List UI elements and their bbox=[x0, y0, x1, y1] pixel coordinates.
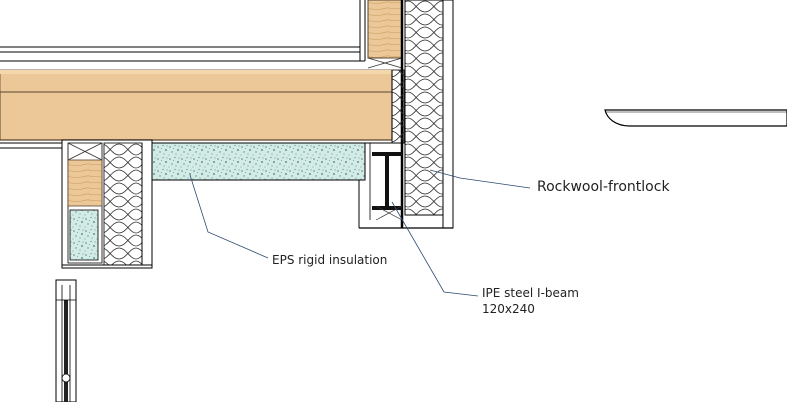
window-frame bbox=[55, 279, 77, 402]
label-rockwool-frontlock: Rockwool-frontlock bbox=[537, 179, 670, 195]
upper-wall-stud bbox=[367, 0, 403, 69]
eps-insulation-block bbox=[149, 142, 366, 181]
timber-beam bbox=[0, 69, 405, 149]
upper-floor-lines bbox=[0, 0, 366, 62]
label-ipe-title: IPE steel I-beam bbox=[482, 286, 579, 300]
label-ipe-size: 120x240 bbox=[482, 302, 535, 317]
label-ipe-steel-beam: IPE steel I-beam 120x240 bbox=[482, 285, 579, 317]
lower-wall bbox=[61, 139, 153, 269]
label-eps-rigid-insulation: EPS rigid insulation bbox=[272, 253, 388, 267]
leader-lines bbox=[189, 169, 531, 297]
leader-ipe bbox=[391, 201, 479, 297]
ipe-steel-beam bbox=[369, 143, 403, 221]
sill-profile bbox=[604, 109, 787, 127]
leader-eps bbox=[189, 174, 269, 259]
leader-rockwool bbox=[429, 169, 531, 189]
